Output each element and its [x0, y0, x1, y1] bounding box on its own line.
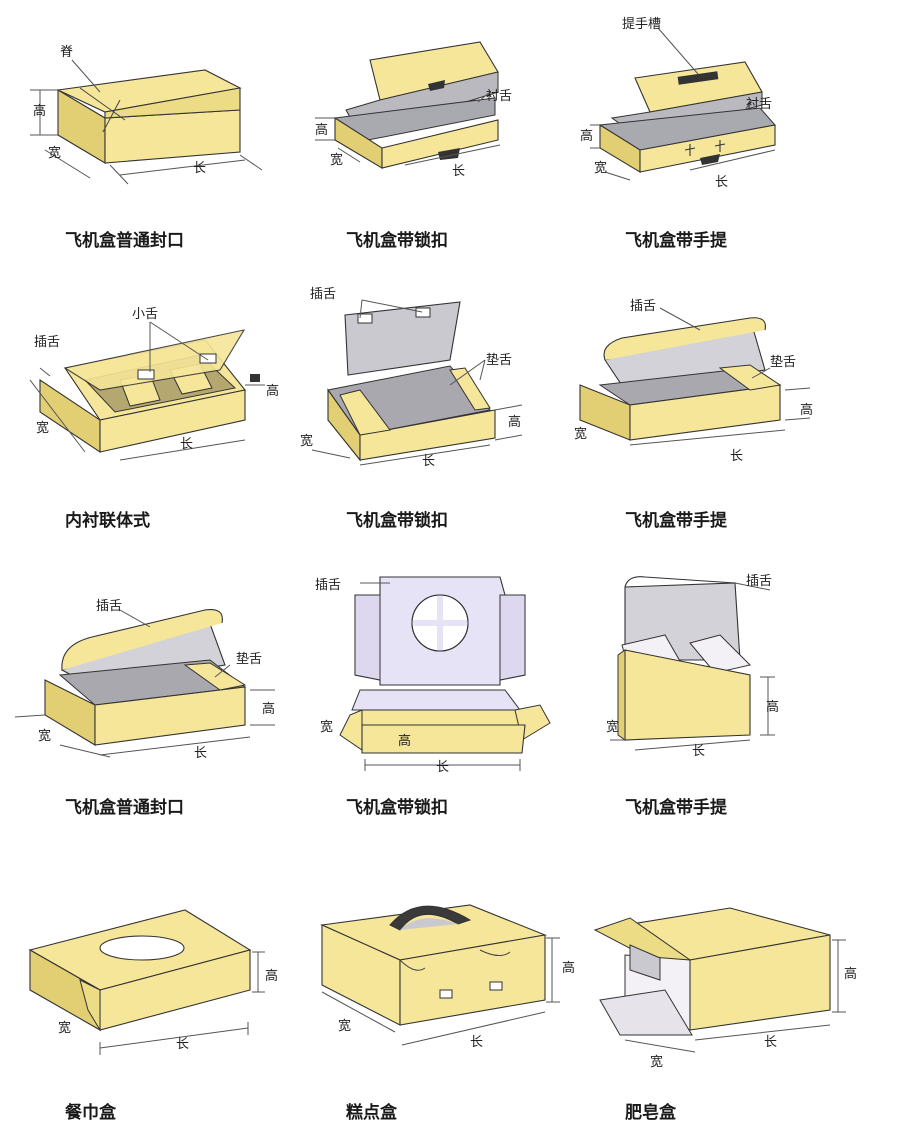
label-kuan: 宽 [574, 426, 587, 442]
label-kuan: 宽 [300, 433, 313, 449]
label-kuan: 宽 [338, 1018, 351, 1034]
label-gao: 高 [844, 966, 857, 982]
label-kuan: 宽 [320, 719, 333, 735]
pastry-box-illustration: 高 宽 长 [300, 880, 600, 1142]
label-chenshe: 衬舌 [746, 97, 772, 112]
label-chang: 长 [730, 449, 743, 464]
box-diagram-6: 插舌 垫舌 高 宽 长 飞机盒带手提 [600, 280, 897, 550]
label-gao: 高 [508, 414, 521, 430]
caption-8: 飞机盒带锁扣 [346, 793, 448, 818]
label-kuan: 宽 [36, 420, 49, 436]
label-kuan: 宽 [650, 1054, 663, 1070]
box-diagram-1: 脊 高 宽 长 飞机盒普通封口 [0, 0, 300, 270]
label-chang: 长 [715, 175, 728, 190]
label-xiaoshe: 小舌 [132, 307, 158, 322]
label-gao: 高 [33, 103, 46, 119]
caption-4: 内衬联体式 [65, 506, 150, 531]
label-gao: 高 [398, 733, 411, 749]
label-chang: 长 [180, 437, 193, 452]
label-chang: 长 [764, 1035, 777, 1050]
label-gao: 高 [562, 960, 575, 976]
liner-integrated-illustration: 小舌 插舌 高 宽 长 [0, 280, 300, 550]
caption-7: 飞机盒普通封口 [65, 793, 184, 818]
caption-3: 飞机盒带手提 [625, 226, 727, 251]
label-chenshe: 衬舌 [486, 89, 512, 104]
label-dianshe: 垫舌 [486, 352, 512, 368]
label-gao: 高 [766, 699, 779, 715]
label-chashe: 插舌 [315, 578, 341, 593]
label-gao: 高 [262, 701, 275, 717]
caption-2: 飞机盒带锁扣 [346, 226, 448, 251]
box-diagram-9: 插舌 高 宽 长 飞机盒带手提 [600, 565, 897, 835]
label-chang: 长 [176, 1037, 189, 1052]
label-chang: 长 [422, 454, 435, 469]
label-ji: 脊 [60, 45, 73, 60]
label-tishoucao: 提手槽 [622, 16, 661, 32]
label-kuan: 宽 [48, 145, 61, 161]
caption-6: 飞机盒带手提 [625, 506, 727, 531]
label-chashe: 插舌 [34, 335, 60, 350]
box-diagram-12: 高 宽 长 肥皂盒 [600, 880, 897, 1142]
label-chashe: 插舌 [96, 599, 122, 614]
box-diagram-8: 插舌 高 宽 长 飞机盒带锁扣 [300, 565, 600, 835]
label-dianshe: 垫舌 [236, 651, 262, 667]
box-diagram-2: 衬舌 高 宽 长 飞机盒带锁扣 [300, 0, 600, 270]
label-chashe: 插舌 [746, 574, 772, 589]
label-chang: 长 [193, 161, 206, 176]
caption-11: 糕点盒 [346, 1098, 397, 1123]
label-chang: 长 [436, 760, 449, 775]
caption-12: 肥皂盒 [625, 1098, 676, 1123]
label-chashe: 插舌 [310, 287, 336, 302]
napkin-box-illustration: 高 宽 长 [0, 880, 300, 1142]
label-chashe: 插舌 [630, 299, 656, 314]
label-kuan: 宽 [38, 728, 51, 744]
label-kuan: 宽 [594, 160, 607, 176]
label-gao: 高 [266, 383, 279, 399]
label-chang: 长 [692, 744, 705, 759]
airplane-box-lock-illustration: 衬舌 高 宽 长 [300, 0, 600, 270]
label-chang: 长 [194, 746, 207, 761]
airplane-box-lock-2-illustration: 插舌 垫舌 高 宽 长 [300, 280, 600, 550]
label-gao: 高 [315, 122, 328, 138]
caption-9: 飞机盒带手提 [625, 793, 727, 818]
box-diagram-10: 高 宽 长 餐巾盒 [0, 880, 300, 1142]
label-chang: 长 [470, 1035, 483, 1050]
label-kuan: 宽 [606, 719, 619, 735]
airplane-box-lock-unfolded-illustration: 插舌 高 宽 长 [300, 565, 600, 835]
label-chang: 长 [452, 164, 465, 179]
box-diagram-11: 高 宽 长 糕点盒 [300, 880, 600, 1142]
caption-5: 飞机盒带锁扣 [346, 506, 448, 531]
box-diagram-4: 小舌 插舌 高 宽 长 内衬联体式 [0, 280, 300, 550]
caption-10: 餐巾盒 [65, 1098, 116, 1123]
label-gao: 高 [265, 968, 278, 984]
box-diagram-5: 插舌 垫舌 高 宽 长 飞机盒带锁扣 [300, 280, 600, 550]
box-diagram-3: 提手槽 衬舌 高 宽 长 飞机盒带手提 [600, 0, 897, 270]
label-kuan: 宽 [58, 1020, 71, 1036]
label-gao: 高 [800, 402, 813, 418]
label-kuan: 宽 [330, 152, 343, 168]
label-dianshe: 垫舌 [770, 354, 796, 370]
label-gao: 高 [580, 128, 593, 144]
box-diagram-7: 插舌 垫舌 高 宽 长 飞机盒普通封口 [0, 565, 300, 835]
caption-1: 飞机盒普通封口 [65, 226, 184, 251]
